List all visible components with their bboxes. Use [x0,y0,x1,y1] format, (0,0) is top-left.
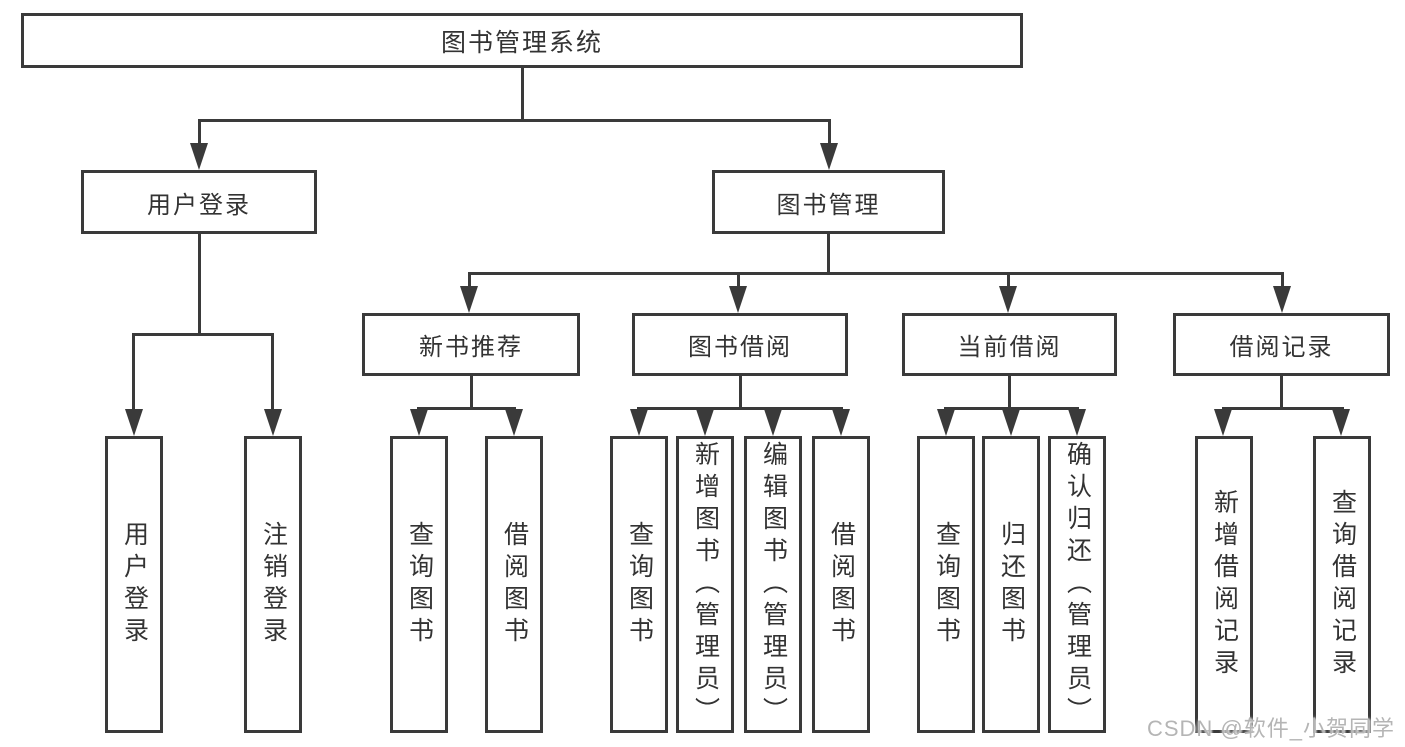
leaf-nb-query-books: 查询图书 [390,436,448,733]
arrowhead-to-leaf-logout [264,409,282,436]
arrowhead-to-borrow-records [1273,286,1291,313]
leaf-br-add-borrow-record: 新增借阅记录 [1195,436,1253,733]
leaf-nb-borrow-books: 借阅图书 [485,436,543,733]
arrowhead-to-bb-query-books [630,409,648,436]
node-borrowing-records: 借阅记录 [1173,313,1390,376]
leaf-br-query-borrow-record: 查询借阅记录 [1313,436,1371,733]
leaf-cb-return-books-label: 归还图书 [997,520,1026,649]
arrowhead-to-br-add-record [1214,409,1232,436]
node-library-management-system: 图书管理系统 [21,13,1023,68]
leaf-logout-login: 注销登录 [244,436,302,733]
arrowhead-to-bb-edit-books [764,409,782,436]
arrowhead-to-current-borrow [999,286,1017,313]
leaf-nb-borrow-books-label: 借阅图书 [500,520,529,649]
connector-new-books-stem [470,376,473,410]
node-book-borrowing: 图书借阅 [632,313,848,376]
connector-borrow-records-stem [1280,376,1283,410]
leaf-bb-edit-books-admin-label: 编辑图书（管理员） [759,440,788,729]
connector-drop-book-borrow [737,272,740,289]
connector-book-borrow-distributor [637,407,843,410]
connector-user-login-stem [198,234,201,336]
leaf-cb-confirm-return-admin-label: 确认归还（管理员） [1063,440,1092,729]
arrowhead-to-new-books [460,286,478,313]
connector-user-login-distributor [132,333,274,336]
connector-user-login-drop-right [271,333,274,411]
connector-drop-current-borrow [1007,272,1010,289]
leaf-br-query-borrow-record-label: 查询借阅记录 [1328,488,1357,681]
arrowhead-to-cb-confirm-return [1068,409,1086,436]
connector-root-distributor [198,119,831,122]
arrowhead-to-leaf-user-login [125,409,143,436]
leaf-bb-add-books-admin: 新增图书（管理员） [676,436,734,733]
arrowhead-to-user-login [190,143,208,170]
node-user-login: 用户登录 [81,170,317,234]
arrowhead-to-nb-borrow-books [505,409,523,436]
arrowhead-to-book-management [820,143,838,170]
connector-book-management-distributor [468,272,1284,275]
arrowhead-to-bb-borrow-books [832,409,850,436]
leaf-cb-query-books-label: 查询图书 [932,520,961,649]
leaf-bb-add-books-admin-label: 新增图书（管理员） [691,440,720,729]
leaf-br-add-borrow-record-label: 新增借阅记录 [1210,488,1239,681]
connector-new-books-distributor [417,407,516,410]
leaf-cb-query-books: 查询图书 [917,436,975,733]
node-current-borrowing: 当前借阅 [902,313,1117,376]
leaf-bb-query-books: 查询图书 [610,436,668,733]
connector-current-borrow-stem [1008,376,1011,410]
connector-root-stem [521,68,524,122]
leaf-cb-confirm-return-admin: 确认归还（管理员） [1048,436,1106,733]
connector-root-drop-right [828,119,831,146]
leaf-bb-borrow-books: 借阅图书 [812,436,870,733]
arrowhead-to-book-borrow [729,286,747,313]
leaf-bb-query-books-label: 查询图书 [625,520,654,649]
node-book-management: 图书管理 [712,170,945,234]
leaf-user-login: 用户登录 [105,436,163,733]
connector-root-drop-left [198,119,201,146]
arrowhead-to-cb-query-books [937,409,955,436]
csdn-watermark: CSDN @软件_小贺同学 [1146,716,1395,741]
connector-book-management-stem [827,234,830,275]
leaf-nb-query-books-label: 查询图书 [405,520,434,649]
leaf-logout-login-label: 注销登录 [259,520,288,649]
arrowhead-to-bb-add-books [696,409,714,436]
leaf-user-login-label: 用户登录 [120,520,149,649]
connector-book-borrow-stem [739,376,742,410]
connector-drop-borrow-records [1281,272,1284,289]
leaf-bb-borrow-books-label: 借阅图书 [827,520,856,649]
leaf-bb-edit-books-admin: 编辑图书（管理员） [744,436,802,733]
node-new-book-recommendation: 新书推荐 [362,313,580,376]
connector-current-borrow-distributor [944,407,1079,410]
connector-drop-new-books [468,272,471,289]
arrowhead-to-nb-query-books [410,409,428,436]
arrowhead-to-cb-return-books [1002,409,1020,436]
leaf-cb-return-books: 归还图书 [982,436,1040,733]
arrowhead-to-br-query-record [1332,409,1350,436]
connector-borrow-records-distributor [1222,407,1344,410]
connector-user-login-drop-left [132,333,135,411]
